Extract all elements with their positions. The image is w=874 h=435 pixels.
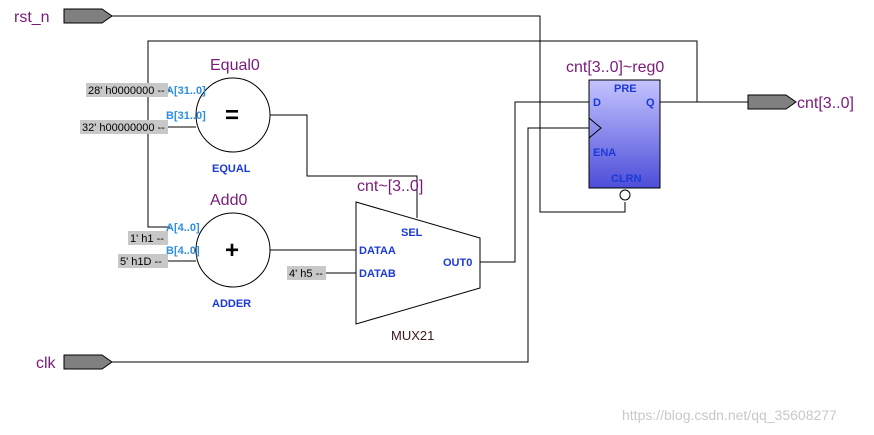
add0-symbol: + [225, 237, 239, 264]
reg-pin-pre: PRE [614, 83, 637, 95]
equal-operator-icon [195, 77, 271, 153]
mux21-block[interactable]: cnt~[3..0] SEL DATAA DATAB OUT0 MUX21 4'… [287, 178, 481, 343]
port-clk[interactable]: clk [36, 354, 113, 372]
reg-pin-clrn: CLRN [611, 173, 642, 185]
const-add-a: 1' h1 -- [130, 233, 164, 245]
port-cnt-out[interactable]: cnt[3..0] [747, 94, 854, 112]
register-block[interactable]: cnt[3..0]~reg0 D PRE Q ENA CLRN [566, 59, 664, 201]
const-box-add-a [128, 231, 168, 245]
mux-pin-sel: SEL [401, 227, 423, 239]
wire-clk [112, 127, 589, 363]
reg-name: cnt[3..0]~reg0 [566, 59, 664, 76]
add0-block[interactable]: Add0 + ADDER A[4..0] B[4..0] 1' h1 -- 5'… [118, 192, 271, 310]
add0-pin-a: A[4..0] [166, 222, 200, 234]
const-equal-a: 28' h0000000 -- [88, 85, 165, 97]
equal0-symbol: = [225, 102, 239, 129]
register-body [588, 79, 661, 189]
mux-pin-dataa: DATAA [359, 245, 396, 257]
equal0-name: Equal0 [210, 57, 260, 74]
wires [112, 15, 748, 363]
add0-type: ADDER [212, 298, 251, 310]
wire-equal-sel [270, 114, 418, 218]
port-label-rst-n: rst_n [14, 9, 50, 26]
port-rst-n[interactable]: rst_n [14, 8, 113, 26]
equal0-pin-b: B[31..0] [166, 110, 206, 122]
const-box-equal-a [86, 83, 168, 97]
output-port-icon [747, 94, 797, 110]
equal0-type: EQUAL [212, 163, 251, 175]
watermark: https://blog.csdn.net/qq_35608277 [622, 407, 837, 423]
input-port-icon [63, 354, 113, 370]
reg-pin-q: Q [646, 97, 655, 109]
input-port-icon [63, 8, 113, 24]
mux-pin-datab: DATAB [359, 268, 396, 280]
adder-operator-icon [195, 212, 271, 288]
equal0-pin-a: A[31..0] [166, 85, 206, 97]
port-label-cnt: cnt[3..0] [797, 95, 854, 112]
const-box-add-b [118, 254, 168, 268]
wire-out0-d [480, 101, 589, 263]
port-label-clk: clk [36, 355, 57, 372]
const-mux-b: 4' h5 -- [289, 268, 323, 280]
add0-name: Add0 [210, 192, 247, 209]
multiplexer-icon [355, 201, 481, 325]
clock-edge-icon [588, 117, 602, 139]
const-box-mux-b [287, 266, 326, 280]
reg-pin-d: D [593, 97, 601, 109]
equal0-block[interactable]: Equal0 = EQUAL A[31..0] B[31..0] 28' h00… [80, 57, 271, 175]
const-add-b: 5' h1D -- [120, 256, 162, 268]
const-equal-b: 32' h00000000 -- [82, 122, 165, 134]
reg-pin-ena: ENA [593, 147, 616, 159]
mux-pin-out0: OUT0 [443, 257, 472, 269]
wire-rst-n [112, 15, 626, 213]
wire-feedback [147, 40, 698, 228]
mux-type: MUX21 [391, 328, 434, 343]
add0-pin-b: B[4..0] [166, 245, 200, 257]
const-box-equal-b [80, 120, 168, 134]
inversion-bubble-icon [619, 189, 631, 201]
mux-name: cnt~[3..0] [357, 178, 423, 195]
